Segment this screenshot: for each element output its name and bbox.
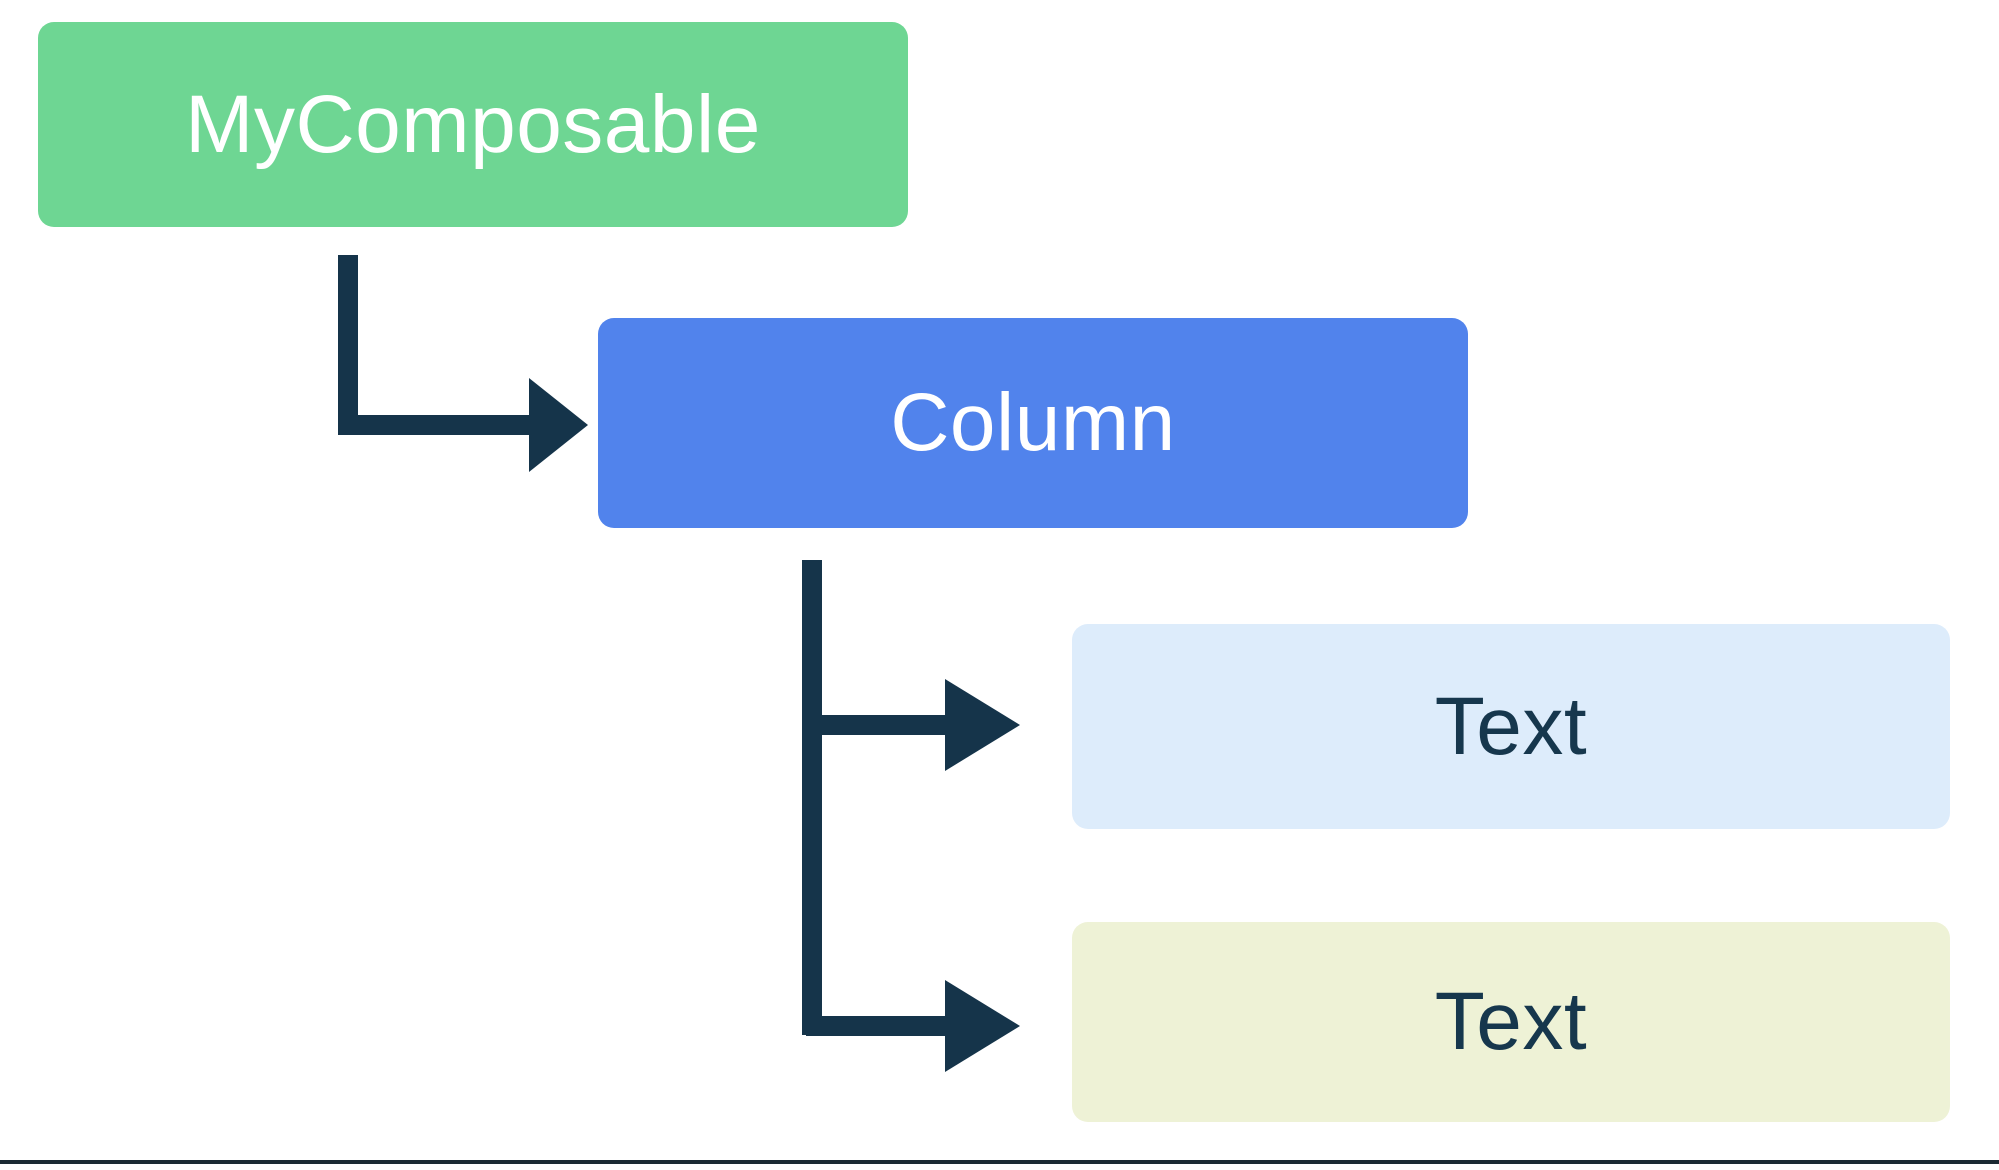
edge-column-to-text-2 [806,980,1020,1072]
node-text-2[interactable]: Text [1072,922,1950,1122]
edge-root-to-column-line [338,255,544,435]
edge-column-to-text-2-arrowhead [945,980,1020,1072]
node-my-composable[interactable]: MyComposable [38,22,908,227]
edge-column-to-text-1-arrowhead [945,679,1020,771]
edge-root-to-column-arrowhead [529,378,588,472]
edge-column-to-text-1 [806,679,1020,771]
node-text-2-label: Text [1434,976,1588,1067]
node-column[interactable]: Column [598,318,1468,528]
node-text-1-label: Text [1434,680,1588,772]
node-text-1[interactable]: Text [1072,624,1950,829]
node-column-label: Column [890,377,1176,468]
node-my-composable-label: MyComposable [185,78,761,170]
bottom-divider [0,1160,1999,1164]
edge-root-to-column [338,255,588,472]
